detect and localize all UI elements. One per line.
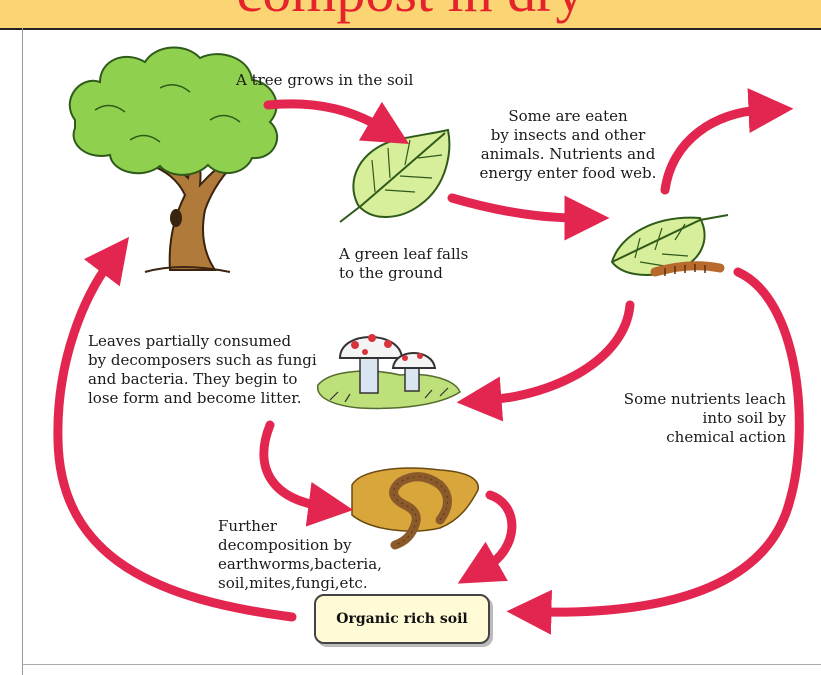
label-line: into soil by: [702, 409, 786, 427]
label-line: lose form and become litter.: [88, 389, 302, 407]
label-tree-grows: A tree grows in the soil: [236, 71, 414, 89]
arrow-eaten-to-mushroom: [456, 300, 635, 422]
label-line: energy enter food web.: [479, 164, 657, 182]
earthworm-icon: [351, 467, 479, 550]
mushroom-icon: [317, 334, 461, 410]
label-line: Further: [218, 517, 277, 535]
label-line: soil,mites,fungi,etc.: [218, 574, 368, 592]
label-leach: Some nutrients leach into soil by chemic…: [586, 390, 786, 447]
tree-icon: [68, 46, 279, 273]
header-title: compost in dry: [0, 0, 821, 24]
bottom-rule: [22, 664, 821, 665]
label-line: to the ground: [339, 264, 443, 282]
label-line: by insects and other: [490, 126, 646, 144]
arrow-leaf-to-eaten: [447, 193, 610, 241]
label-line: Some are eaten: [508, 107, 628, 125]
organic-soil-label: Organic rich soil: [336, 611, 468, 627]
arrow-tree-to-leaf: [263, 99, 410, 145]
arrow-mushroom-to-worm: [259, 420, 354, 527]
diagram-frame: [22, 28, 821, 675]
arrow-worm-to-soil: [457, 490, 517, 584]
green-leaf-icon: [339, 128, 451, 223]
label-leaf-falls: A green leaf falls to the ground: [339, 245, 468, 283]
arrow-eaten-to-foodweb: [660, 88, 794, 195]
label-line: earthworms,bacteria,: [218, 555, 382, 573]
label-decomposers: Leaves partially consumed by decomposers…: [88, 332, 317, 408]
organic-soil-box: Organic rich soil: [314, 594, 490, 644]
eaten-leaf-icon: [610, 214, 729, 277]
label-further-decomposition: Further decomposition by earthworms,bact…: [218, 517, 382, 593]
header-banner: compost in dry: [0, 0, 821, 30]
label-eaten: Some are eaten by insects and other anim…: [468, 107, 668, 183]
label-line: by decomposers such as fungi: [88, 351, 317, 369]
label-line: and bacteria. They begin to: [88, 370, 298, 388]
label-line: chemical action: [666, 428, 786, 446]
label-line: Leaves partially consumed: [88, 332, 292, 350]
cycle-arrows: [53, 88, 804, 635]
label-line: decomposition by: [218, 536, 352, 554]
arrow-soil-to-tree: [53, 236, 297, 622]
label-line: A green leaf falls: [339, 245, 469, 263]
label-line: Some nutrients leach: [623, 390, 786, 408]
label-line: animals. Nutrients and: [480, 145, 656, 163]
arrow-leach-to-soil: [506, 267, 804, 635]
